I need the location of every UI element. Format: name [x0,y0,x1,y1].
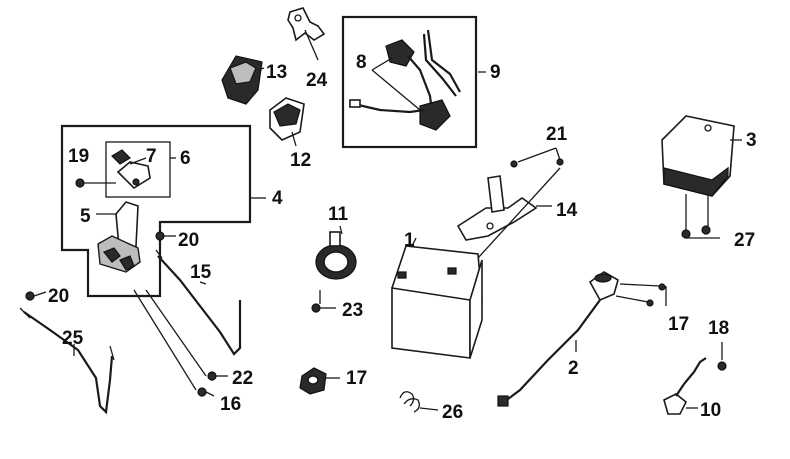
callout-1: 1 [404,230,415,251]
callout-23: 23 [342,300,363,321]
callout-6: 6 [180,148,191,169]
callout-5: 5 [80,206,91,227]
callout-10: 10 [700,400,721,421]
cover-part-12 [269,97,305,147]
relay-part-13 [221,55,265,105]
callout-14: 14 [556,200,578,221]
clip-part-26 [399,391,439,413]
callout-8: 8 [356,52,367,73]
bracket-part-24 [287,7,326,61]
callout-16: 16 [220,394,241,415]
callout-24: 24 [306,70,328,91]
callout-25: 25 [62,328,84,349]
sensor-part-2 [497,271,667,407]
callout-20-upper: 20 [178,230,199,251]
callout-27: 27 [734,230,755,251]
callout-18: 18 [708,318,729,339]
switch-part-5 [96,197,266,273]
callout-2: 2 [568,358,579,379]
callout-19: 19 [68,146,89,167]
group-frame-9 [341,15,478,149]
inset-box-6 [105,141,171,198]
battery-part-1 [391,237,483,359]
callout-3: 3 [746,130,757,151]
cable-set-part-9 [349,29,486,131]
regulator-part-3 [661,115,742,239]
cable-part-15 [155,231,242,356]
cable-part-25 [19,291,115,415]
callout-9: 9 [490,62,501,83]
callout-17-nut: 17 [346,368,367,389]
callout-21: 21 [546,124,568,145]
sensor-part-7 [75,149,176,190]
callout-22: 22 [232,368,253,389]
callout-12: 12 [290,150,311,171]
callout-7: 7 [146,146,157,167]
fasteners-22-16 [133,289,228,397]
callout-26: 26 [442,402,463,423]
nut-part-17 [299,367,340,395]
callout-4: 4 [272,188,283,209]
callout-11: 11 [328,204,349,225]
callout-15: 15 [190,262,212,283]
callout-13: 13 [266,62,287,83]
sensor-part-10 [663,342,727,415]
bracket-part-14 [456,147,564,259]
group-frame-4 [60,124,252,298]
callout-17-bolts: 17 [668,314,689,335]
callout-20-left: 20 [48,286,69,307]
horn-part-11 [311,225,357,313]
